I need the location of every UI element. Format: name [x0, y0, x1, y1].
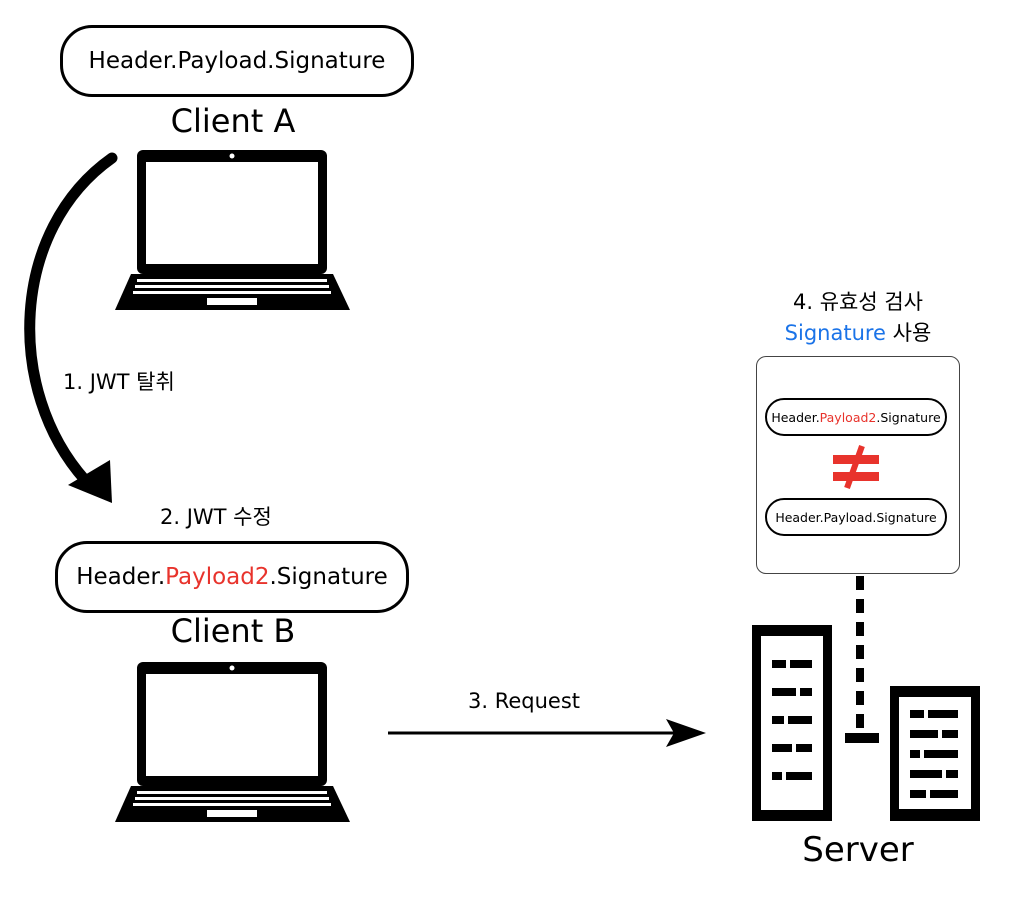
step-4-signature-word: Signature — [784, 321, 886, 345]
arrow-right-icon — [388, 719, 706, 747]
server-icon — [752, 625, 980, 821]
client-a-token-text: Header.Payload.Signature — [88, 48, 386, 74]
expected-token-text: Header.Payload.Signature — [775, 509, 937, 525]
curved-arrow-icon — [24, 152, 118, 503]
not-equal-icon — [833, 444, 879, 490]
received-token: Header.Payload2.Signature — [765, 398, 947, 436]
received-token-modified: Payload2 — [819, 409, 877, 425]
client-b-label: Client B — [170, 612, 296, 650]
laptop-icon — [115, 150, 350, 310]
step-4-title: 4. 유효성 검사 — [793, 290, 923, 314]
step-1-label: 1. JWT 탈취 — [63, 370, 175, 394]
client-b-token-suffix: .Signature — [269, 564, 388, 590]
client-b-token-modified: Payload2 — [165, 564, 270, 590]
server-label: Server — [802, 830, 914, 870]
client-b-token-prefix: Header. — [76, 564, 166, 590]
step-3-label: 3. Request — [468, 689, 581, 713]
expected-token: Header.Payload.Signature — [765, 498, 947, 536]
client-b-token: Header.Payload2.Signature — [55, 541, 409, 613]
received-token-prefix: Header. — [771, 409, 820, 425]
client-a-token: Header.Payload.Signature — [60, 25, 414, 97]
dashed-connector — [845, 576, 879, 743]
laptop-icon — [115, 662, 350, 822]
step-4-use-word: 사용 — [885, 321, 932, 345]
step-4-subtitle: Signature 사용 — [758, 317, 958, 347]
client-a-label: Client A — [170, 102, 296, 140]
step-2-label: 2. JWT 수정 — [160, 505, 272, 529]
received-token-suffix: .Signature — [876, 409, 941, 425]
